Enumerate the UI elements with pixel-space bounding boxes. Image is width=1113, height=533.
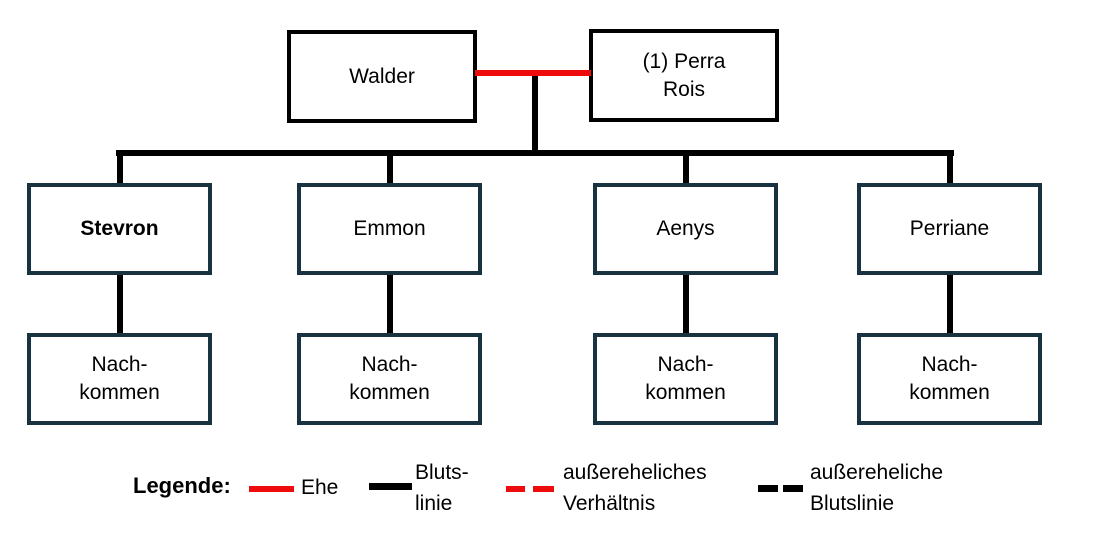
legend-item-bloodline: Bluts- linie xyxy=(415,461,469,515)
legend-title: Legende: xyxy=(133,473,231,498)
child-connector-aenys xyxy=(683,150,689,186)
marriage-line xyxy=(475,70,591,76)
legend-swatch-marriage xyxy=(249,486,294,492)
node-descendants-stevron: Nach- kommen xyxy=(27,333,212,425)
black-dashed-line-icon xyxy=(758,485,778,492)
node-label-line2: kommen xyxy=(645,381,726,404)
descendants-connector-aenys xyxy=(683,272,689,336)
legend-swatch-illegitimate-bloodline xyxy=(758,485,803,492)
descendants-connector-perriane xyxy=(947,272,953,336)
node-label: Emmon xyxy=(353,217,426,240)
siblings-line xyxy=(116,150,954,156)
legend-item-marriage: Ehe xyxy=(301,476,339,499)
node-label-line1: Nach- xyxy=(361,353,418,376)
node-descendants-perriane: Nach- kommen xyxy=(857,333,1042,425)
node-label-line1: Nach- xyxy=(921,353,978,376)
legend-item-affair: außereheliches Verhältnis xyxy=(563,461,707,515)
node-perra-rois: (1) Perra Rois xyxy=(589,29,779,122)
node-stevron: Stevron xyxy=(27,183,212,275)
node-walder: Walder xyxy=(287,30,477,123)
node-label-line1: Nach- xyxy=(657,353,714,376)
descendants-connector-emmon xyxy=(387,272,393,336)
node-label-line2: Rois xyxy=(662,77,705,101)
node-label: Walder xyxy=(349,64,415,88)
node-label-line2: kommen xyxy=(79,381,160,404)
child-connector-perriane xyxy=(947,150,953,186)
node-label-line2: kommen xyxy=(909,381,990,404)
legend-item-illegitimate-bloodline: außereheliche Blutslinie xyxy=(810,461,944,515)
black-solid-line-icon xyxy=(369,483,412,490)
child-connector-stevron xyxy=(117,150,123,186)
node-label-line2: kommen xyxy=(349,381,430,404)
node-label-line1: (1) Perra xyxy=(642,49,726,73)
black-dashed-line-icon xyxy=(783,485,803,492)
node-aenys: Aenys xyxy=(593,183,778,275)
legend-swatch-affair xyxy=(506,486,554,492)
legend-swatch-bloodline xyxy=(369,483,412,490)
node-label: Aenys xyxy=(656,217,715,240)
red-solid-line-icon xyxy=(249,486,294,492)
node-label: Stevron xyxy=(80,217,159,240)
node-descendants-aenys: Nach- kommen xyxy=(593,333,778,425)
node-emmon: Emmon xyxy=(297,183,482,275)
descendants-connector-stevron xyxy=(117,272,123,336)
node-label: Perriane xyxy=(909,217,990,240)
child-connector-emmon xyxy=(387,150,393,186)
node-label-line1: Nach- xyxy=(91,353,148,376)
node-descendants-emmon: Nach- kommen xyxy=(297,333,482,425)
node-perriane: Perriane xyxy=(857,183,1042,275)
red-dashed-line-icon xyxy=(533,486,554,492)
red-dashed-line-icon xyxy=(506,486,525,492)
parents-descent-line xyxy=(532,72,538,156)
